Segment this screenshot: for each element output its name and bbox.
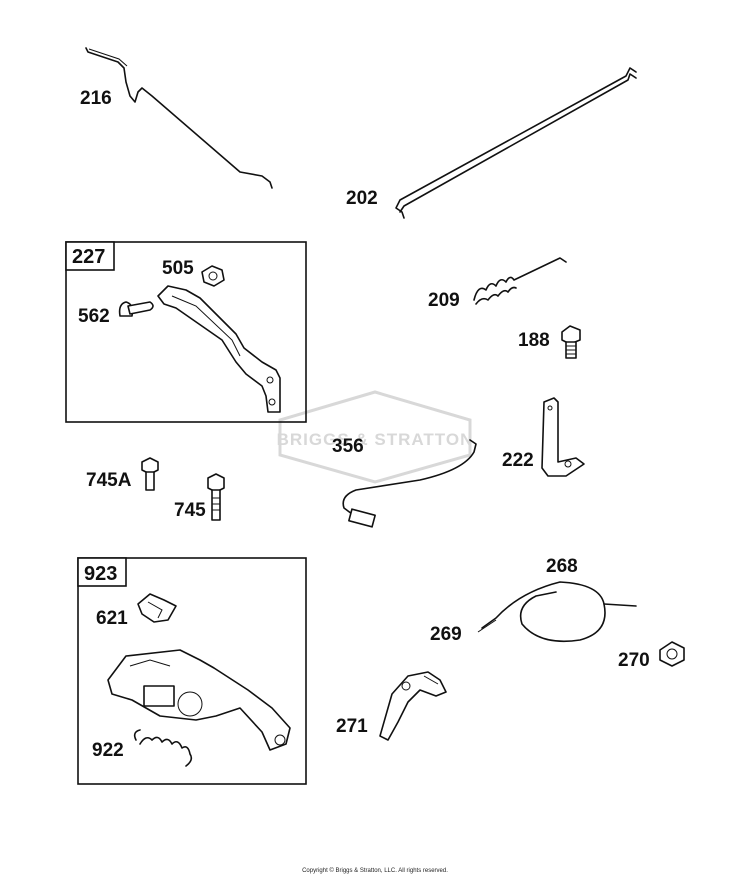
screw-188 xyxy=(561,325,581,359)
control-bracket xyxy=(157,285,281,413)
label-269: 269 xyxy=(430,624,462,645)
kit-label-227: 227 xyxy=(72,246,105,268)
governor-spring-209 xyxy=(473,257,567,305)
label-268: 268 xyxy=(546,556,578,577)
label-188: 188 xyxy=(518,330,550,351)
bracket-222 xyxy=(541,397,585,477)
label-222: 222 xyxy=(502,450,534,471)
watermark-text: BRIGGS & STRATTON xyxy=(277,430,474,449)
kit-box-227: 227 xyxy=(65,241,307,423)
kit-label-923: 923 xyxy=(84,563,117,585)
screw-745A xyxy=(141,457,159,491)
label-745: 745 xyxy=(174,500,206,521)
governor-link-rod-216 xyxy=(85,47,273,189)
kit-box-923: 923 xyxy=(77,557,307,785)
label-356: 356 xyxy=(332,436,364,457)
ground-wire-356 xyxy=(342,439,477,528)
label-271: 271 xyxy=(336,716,368,737)
label-216: 216 xyxy=(80,88,112,109)
screw-745 xyxy=(207,473,225,521)
choke-link-rod-202 xyxy=(395,67,637,219)
copyright-notice: Copyright © Briggs & Stratton, LLC. All … xyxy=(302,867,448,874)
cable-clip-621 xyxy=(137,593,177,623)
control-cable-268 xyxy=(477,581,637,643)
label-505: 505 xyxy=(162,258,194,279)
lever-271 xyxy=(379,671,447,741)
briggs-stratton-watermark: BRIGGS & STRATTON xyxy=(277,390,474,484)
nut-270 xyxy=(659,641,685,667)
nut-505 xyxy=(201,265,225,287)
shoulder-bolt-562 xyxy=(118,301,154,317)
label-270: 270 xyxy=(618,650,650,671)
label-209: 209 xyxy=(428,290,460,311)
label-621: 621 xyxy=(96,608,128,629)
label-202: 202 xyxy=(346,188,378,209)
label-922: 922 xyxy=(92,740,124,761)
spring-922 xyxy=(133,729,193,767)
label-562: 562 xyxy=(78,306,110,327)
control-plate xyxy=(107,649,291,751)
label-745A: 745A xyxy=(86,470,132,491)
